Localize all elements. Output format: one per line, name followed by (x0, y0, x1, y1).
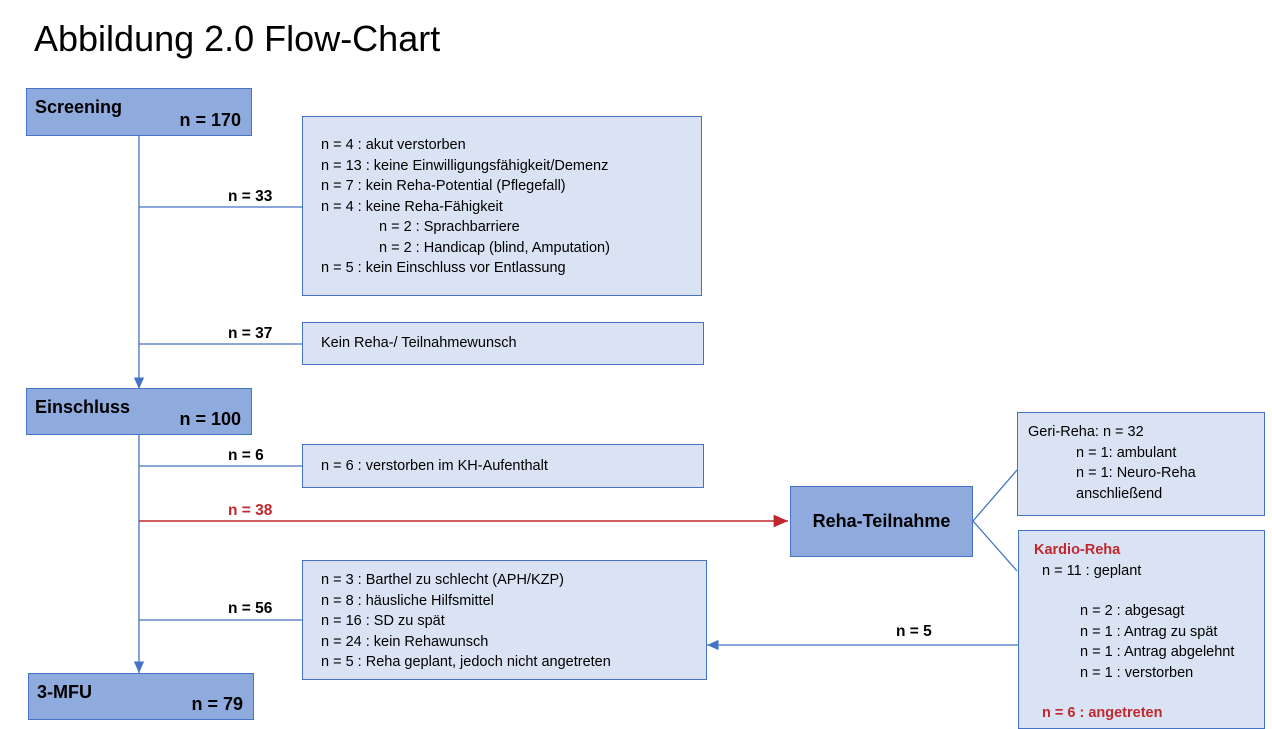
kardio-heading: Kardio-Reha (1034, 542, 1121, 558)
exclusion-item: n = 4 : keine Reha-Fähigkeit (321, 198, 503, 215)
stage-count: n = 79 (191, 694, 243, 714)
geri-reha-box: Geri-Reha: n = 32 n = 1: ambulant n = 1:… (1017, 412, 1265, 516)
stage-count: n = 100 (179, 409, 241, 429)
connector-kardio (972, 520, 1018, 572)
flow-count-6: n = 6 (228, 447, 264, 464)
stage-count: n = 170 (179, 110, 241, 130)
kardio-planned: n = 11 : geplant (1042, 562, 1142, 579)
exclusion-subitem: n = 2 : Handicap (blind, Amputation) (379, 239, 610, 256)
kardio-result: n = 6 : angetreten (1042, 705, 1163, 721)
geri-subitem: n = 1: ambulant (1076, 444, 1177, 461)
exclusion-item: n = 4 : akut verstorben (321, 137, 466, 153)
stage-screening: Screening n = 170 (26, 88, 252, 136)
exclusion-item: n = 13 : keine Einwilligungsfähigkeit/De… (321, 157, 609, 174)
geri-subitem: anschließend (1076, 485, 1163, 502)
page-title: Abbildung 2.0 Flow-Chart (34, 18, 441, 59)
reason-item: n = 16 : SD zu spät (321, 613, 445, 629)
kardio-item: n = 1 : Antrag abgelehnt (1080, 644, 1235, 660)
flow-count-33: n = 33 (228, 188, 273, 205)
flow-count-56: n = 56 (228, 600, 273, 617)
flow-count-5: n = 5 (896, 623, 932, 640)
flow-count-38: n = 38 (228, 502, 273, 519)
kardio-item: n = 2 : abgesagt (1080, 603, 1185, 619)
reasons-box: n = 3 : Barthel zu schlecht (APH/KZP) n … (302, 560, 707, 680)
exclusion-item: n = 5 : kein Einschluss vor Entlassung (321, 260, 566, 276)
stage-label: Screening (35, 97, 123, 117)
stage-label: Einschluss (35, 397, 131, 417)
flow-count-37: n = 37 (228, 325, 273, 342)
geri-item: Geri-Reha: n = 32 (1028, 424, 1144, 440)
connector-geri (972, 469, 1018, 522)
stage-mfu: 3-MFU n = 79 (28, 673, 254, 720)
reha-participation-box: Reha-Teilnahme (790, 486, 973, 557)
exclusion-item: n = 7 : kein Reha-Potential (Pflegefall) (321, 178, 566, 194)
kardio-item: n = 1 : verstorben (1080, 664, 1194, 681)
kardio-reha-box: Kardio-Reha n = 11 : geplant n = 2 : abg… (1018, 530, 1265, 729)
no-wish-box: Kein Reha-/ Teilnahmewunsch (302, 322, 704, 365)
reason-item: n = 8 : häusliche Hilfsmittel (321, 592, 494, 609)
died-box: n = 6 : verstorben im KH-Aufenthalt (302, 444, 704, 488)
no-wish-text: Kein Reha-/ Teilnahmewunsch (321, 335, 517, 351)
stage-einschluss: Einschluss n = 100 (26, 388, 252, 435)
exclusion-box: n = 4 : akut verstorben n = 13 : keine E… (302, 116, 702, 296)
stage-label: 3-MFU (37, 682, 92, 702)
reason-item: n = 3 : Barthel zu schlecht (APH/KZP) (321, 572, 564, 588)
kardio-item: n = 1 : Antrag zu spät (1080, 623, 1218, 640)
reason-item: n = 24 : kein Rehawunsch (321, 633, 489, 650)
reason-item: n = 5 : Reha geplant, jedoch nicht anget… (321, 654, 611, 670)
exclusion-subitem: n = 2 : Sprachbarriere (379, 219, 520, 235)
geri-subitem: n = 1: Neuro-Reha (1076, 465, 1196, 481)
died-text: n = 6 : verstorben im KH-Aufenthalt (321, 458, 548, 474)
